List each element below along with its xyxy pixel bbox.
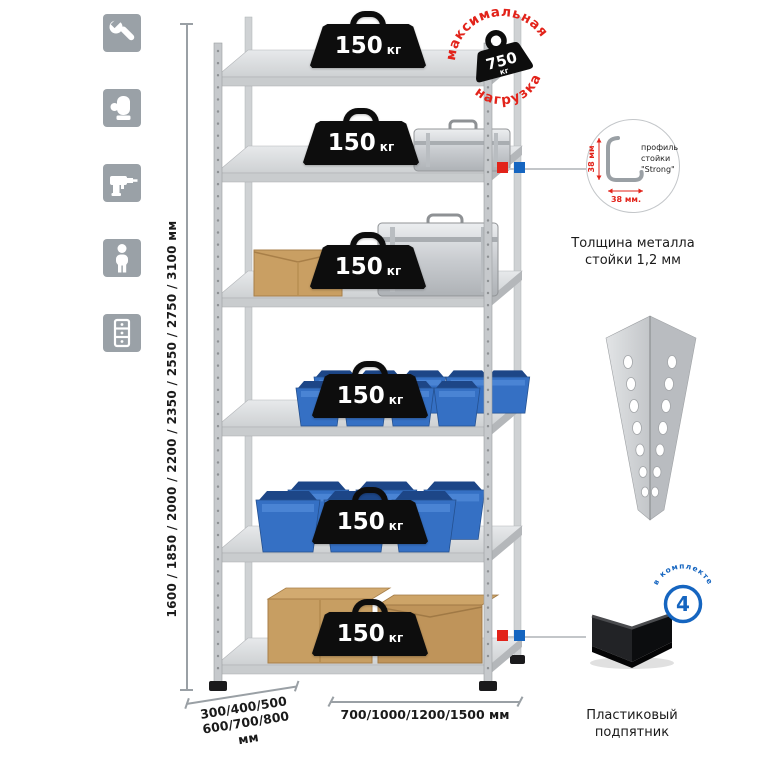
profile-dim-horizontal: 38 мм. [611, 195, 641, 204]
weight-handle [352, 599, 388, 617]
profile-callout-circle: 38 мм 38 мм. профиль стойки "Strong" [586, 119, 680, 213]
plastic-foot-image [590, 612, 674, 669]
profile-marker-red [497, 162, 508, 173]
width-dimension: 700/1000/1200/1500 мм [327, 696, 523, 722]
foot-callout-line [500, 636, 586, 638]
weight-handle [352, 361, 388, 379]
weight-handle [350, 11, 386, 29]
gloves-icon [103, 89, 141, 127]
profile-caption: Толщина металла стойки 1,2 мм [571, 236, 695, 268]
max-load-stamp: максимальная нагрузка 750 кг [438, 0, 553, 117]
height-tick-top [180, 23, 193, 25]
profile-callout-line [500, 168, 586, 170]
drill-icon [103, 164, 141, 202]
wrench-icon [103, 14, 141, 52]
quantity-badge: в комплекте 4 [651, 562, 715, 624]
weight-handle [343, 108, 379, 126]
svg-text:в комплекте: в комплекте [651, 562, 715, 586]
stamp-unit: кг [499, 66, 510, 77]
height-dimension-label: 1600 / 1850 / 2000 / 2200 / 2350 / 2550 … [165, 220, 179, 618]
aluminum-case-small [413, 119, 511, 172]
quantity-badge-value: 4 [676, 592, 690, 616]
foot-caption: Пластиковый подпятник [586, 708, 678, 740]
weight-handle [350, 232, 386, 250]
profile-text-2: стойки [641, 154, 670, 163]
height-dimension-line [186, 24, 188, 690]
width-dimension-label: 700/1000/1200/1500 мм [340, 706, 510, 722]
profile-text-3: "Strong" [641, 165, 675, 174]
profile-drawing [606, 136, 644, 182]
profile-marker-blue [514, 162, 525, 173]
rack-icon [103, 314, 141, 352]
profile-text-1: профиль [641, 143, 678, 152]
person-icon [103, 239, 141, 277]
height-tick-bottom [180, 689, 193, 691]
foot-marker-red [497, 630, 508, 641]
foot-marker-blue [514, 630, 525, 641]
profile-dim-vertical: 38 мм [587, 146, 596, 173]
weight-handle [352, 487, 388, 505]
quantity-badge-ring-text: в комплекте [651, 562, 714, 586]
corner-post-image [605, 315, 697, 521]
